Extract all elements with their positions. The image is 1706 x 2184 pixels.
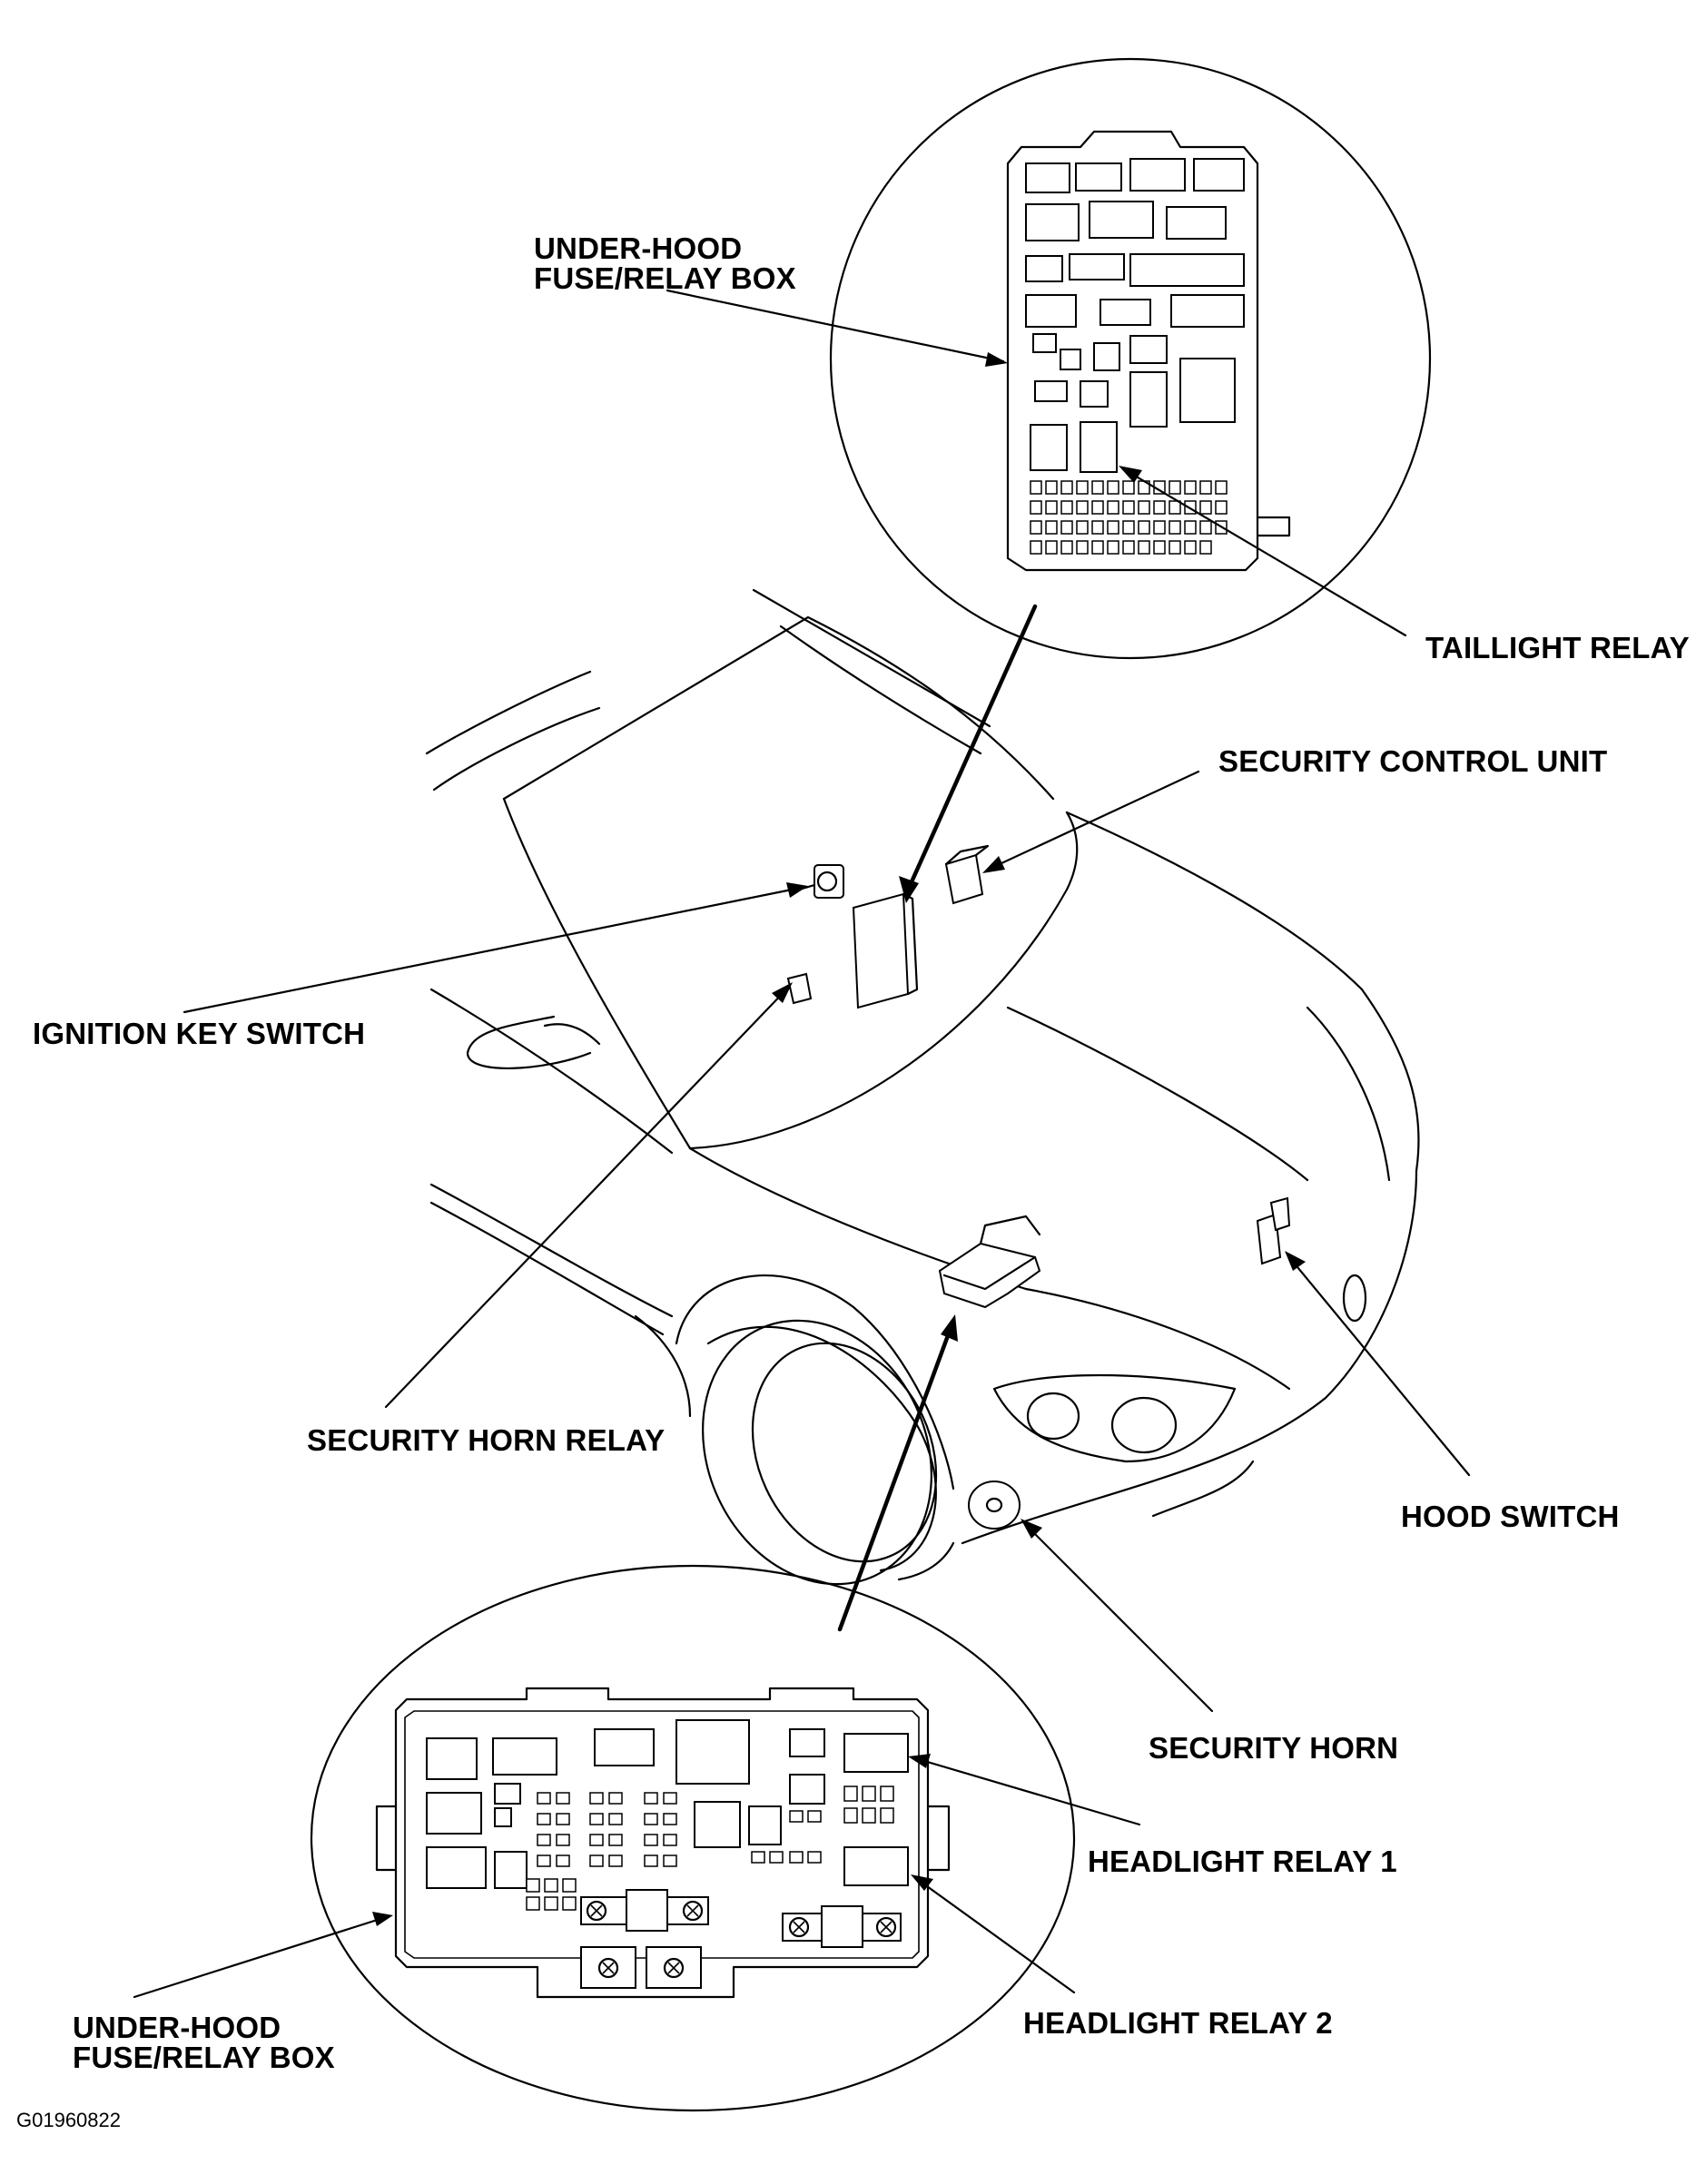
top-detail-circle <box>829 57 1432 660</box>
engine-bay-fuse-box-shape <box>938 1215 1041 1309</box>
bolt-terminals <box>580 1889 902 1989</box>
top-detail-pointer <box>903 604 1038 897</box>
label-headlight-relay-2: HEADLIGHT RELAY 2 <box>1023 2006 1333 2040</box>
components <box>786 844 1291 1530</box>
car-outline <box>425 588 1420 1586</box>
security-control-unit-shape <box>944 844 990 905</box>
label-security-horn-relay: SECURITY HORN RELAY <box>307 1423 666 1457</box>
top-pointer-arrowhead <box>899 876 919 903</box>
bottom-fuse-grid <box>526 1786 894 1911</box>
headlight-relay-2-shape <box>843 1846 909 1886</box>
center-fuse-box-shape <box>852 892 919 1009</box>
label-taillight-relay: TAILLIGHT RELAY <box>1425 631 1690 664</box>
label-under-hood-box-bottom-line2: FUSE/RELAY BOX <box>73 2041 335 2074</box>
bottom-detail-circle <box>310 1564 1076 2112</box>
bottom-pointer-arrowhead <box>941 1314 958 1342</box>
hood-switch-shape <box>1256 1196 1291 1265</box>
label-headlight-relay-1: HEADLIGHT RELAY 1 <box>1088 1845 1397 1878</box>
leader-lines <box>133 289 1471 1999</box>
taillight-relay-shape <box>1080 421 1118 473</box>
headlight-relay-1-shape <box>843 1733 909 1773</box>
security-horn-relay-shape <box>786 972 813 1005</box>
label-security-horn: SECURITY HORN <box>1149 1731 1399 1765</box>
ignition-key-switch-shape <box>797 864 844 899</box>
label-hood-switch: HOOD SWITCH <box>1401 1500 1620 1533</box>
bottom-fuse-relay-box <box>375 1687 951 1999</box>
bottom-detail-pointer <box>837 1318 956 1632</box>
label-security-control-unit: SECURITY CONTROL UNIT <box>1218 744 1608 778</box>
label-under-hood-box-top-line1: UNDER-HOOD <box>534 231 743 265</box>
label-under-hood-box-top-line2: FUSE/RELAY BOX <box>534 261 796 295</box>
figure-code: G01960822 <box>16 2109 121 2131</box>
label-under-hood-box-bottom-line1: UNDER-HOOD <box>73 2011 281 2044</box>
top-fuse-grid <box>1030 480 1228 555</box>
top-fuse-relay-box <box>1006 130 1291 572</box>
security-horn-shape <box>968 1481 1021 1530</box>
label-ignition-key-switch: IGNITION KEY SWITCH <box>33 1017 366 1050</box>
